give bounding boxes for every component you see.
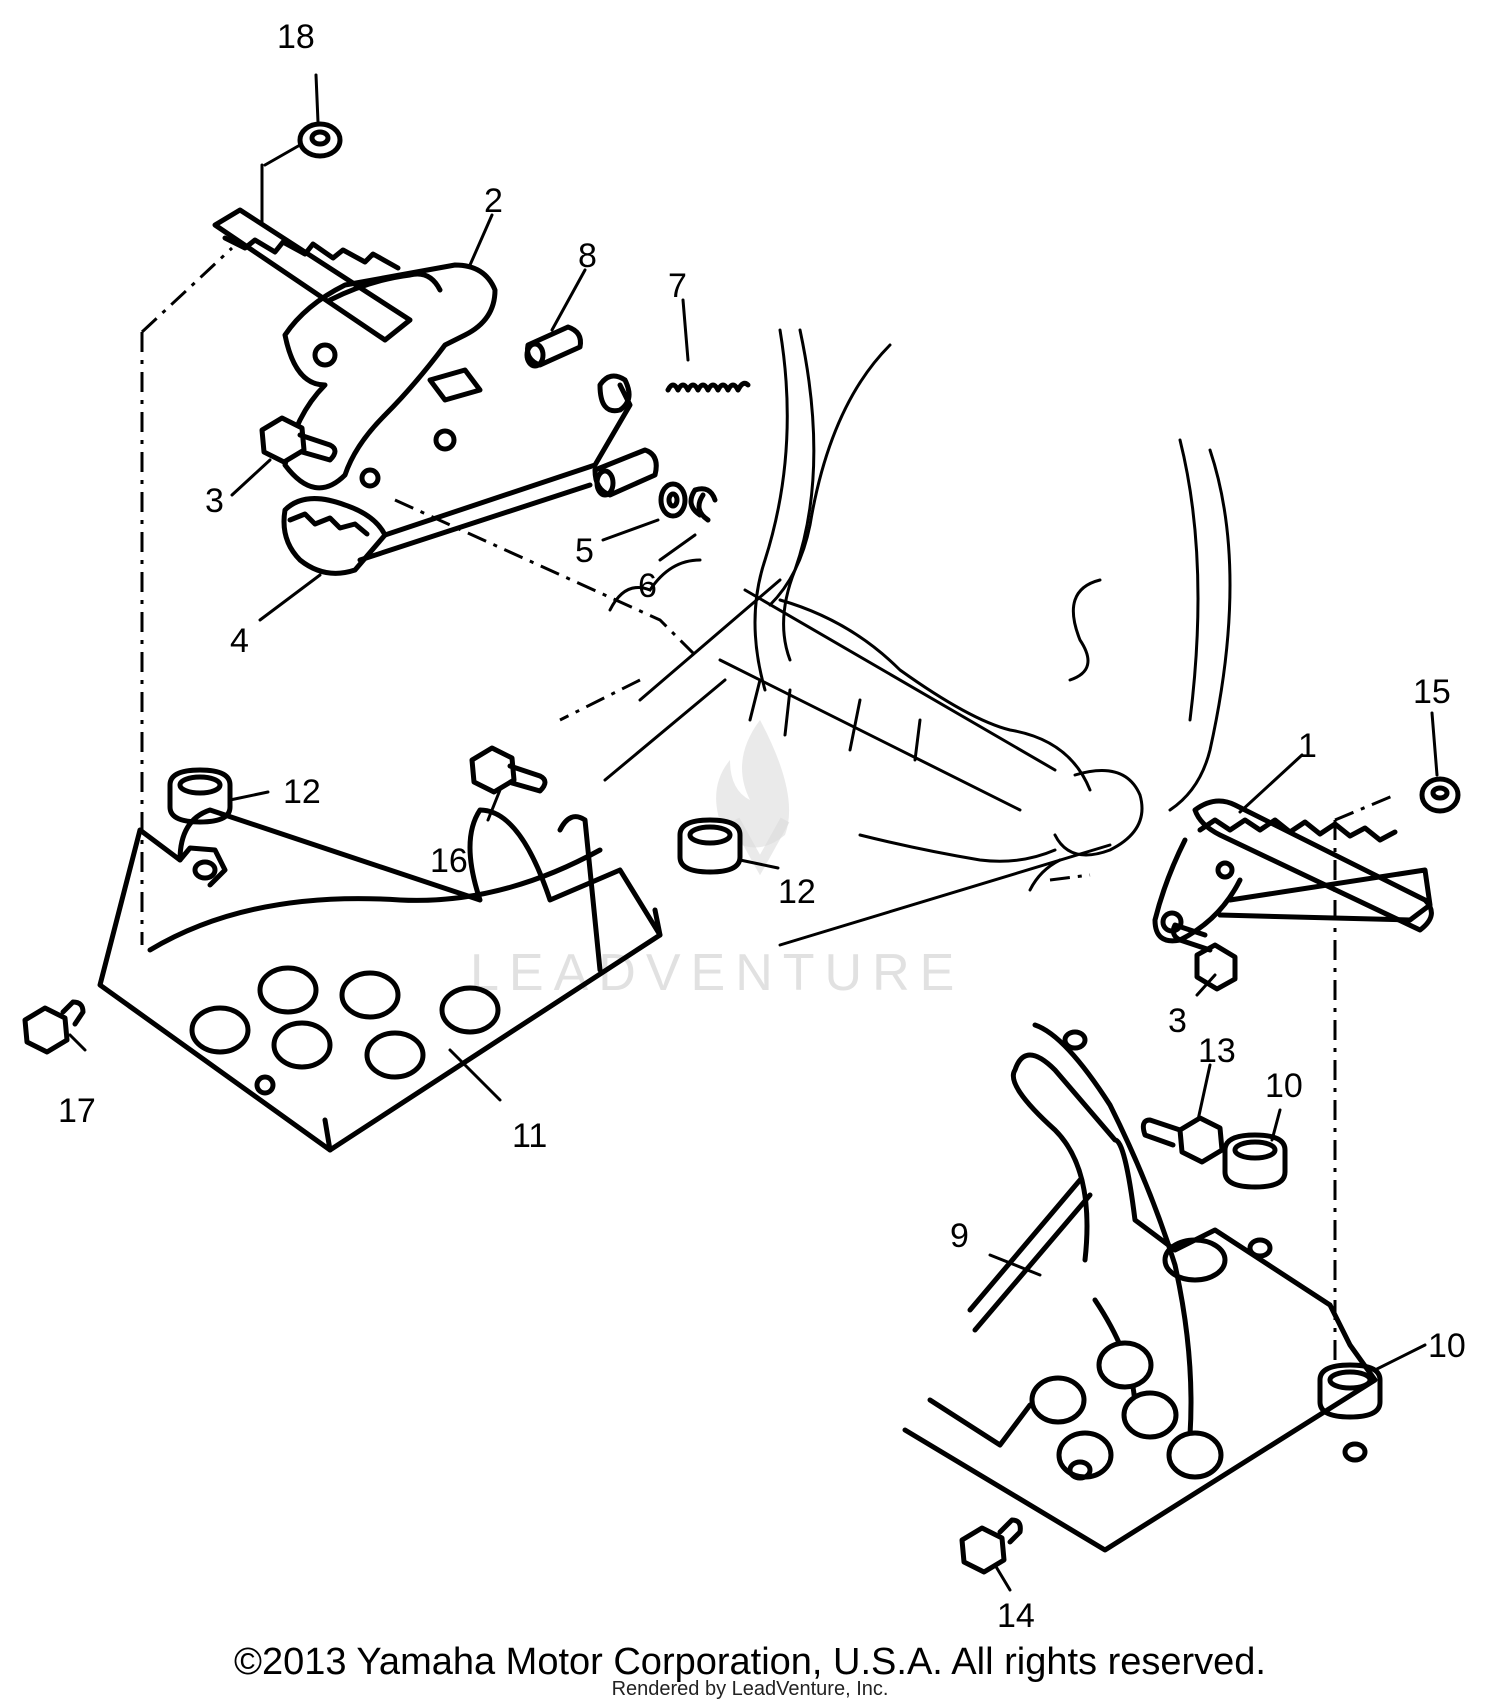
pin-8 — [524, 324, 583, 369]
callout-13: 13 — [1198, 1032, 1236, 1070]
callout-2: 2 — [484, 182, 503, 220]
callout-7: 7 — [668, 267, 687, 305]
washer-5 — [658, 481, 688, 519]
left-footguard-11 — [97, 807, 663, 1153]
callout-10-upper: 10 — [1265, 1067, 1303, 1105]
spring-7 — [665, 380, 751, 393]
callout-1: 1 — [1298, 727, 1317, 765]
callout-14: 14 — [997, 1597, 1035, 1635]
bolt-3-left — [259, 415, 338, 465]
rendered-by-notice: Rendered by LeadVenture, Inc. — [611, 1678, 889, 1700]
nut-15 — [1419, 776, 1461, 814]
brake-pedal-4 — [281, 373, 659, 576]
left-footrest-bracket — [212, 207, 498, 491]
grommet-10-upper — [1222, 1132, 1288, 1190]
callout-3-left: 3 — [205, 482, 224, 520]
nut-18 — [297, 121, 343, 159]
bolt-14 — [959, 1517, 1023, 1575]
callout-6: 6 — [638, 567, 657, 605]
callout-10-lower: 10 — [1428, 1327, 1466, 1365]
callout-9: 9 — [950, 1217, 969, 1255]
callout-8: 8 — [578, 237, 597, 275]
bolt-16 — [469, 745, 548, 795]
bolt-13 — [1140, 1115, 1225, 1165]
grommet-12-left — [167, 767, 233, 825]
right-footrest-1 — [1152, 798, 1434, 944]
copyright-notice: ©2013 Yamaha Motor Corporation, U.S.A. A… — [234, 1641, 1266, 1683]
callout-16: 16 — [430, 842, 468, 880]
watermark: LEADVENTURE — [470, 720, 964, 1002]
leader-lines — [140, 143, 1396, 1380]
callout-17: 17 — [58, 1092, 96, 1130]
callout-4: 4 — [230, 622, 249, 660]
right-footguard-9 — [902, 1022, 1378, 1553]
callout-12-center: 12 — [778, 873, 816, 911]
clip-6 — [688, 486, 718, 523]
vehicle-frame — [603, 328, 1232, 947]
callout-12-left: 12 — [283, 773, 321, 811]
bolt-17 — [22, 999, 86, 1055]
callout-3-right: 3 — [1168, 1002, 1187, 1040]
watermark-text: LEADVENTURE — [470, 944, 964, 1002]
callout-15: 15 — [1413, 673, 1451, 711]
callout-labels: 18 2 8 7 3 5 6 4 12 16 12 15 1 3 17 11 1… — [58, 18, 1466, 1635]
callout-leaders — [68, 73, 1439, 1592]
callout-18: 18 — [277, 18, 315, 56]
grommet-12-center — [677, 817, 743, 875]
callout-11: 11 — [512, 1117, 547, 1155]
bolt-3-right — [1170, 922, 1238, 992]
callout-5: 5 — [575, 532, 594, 570]
